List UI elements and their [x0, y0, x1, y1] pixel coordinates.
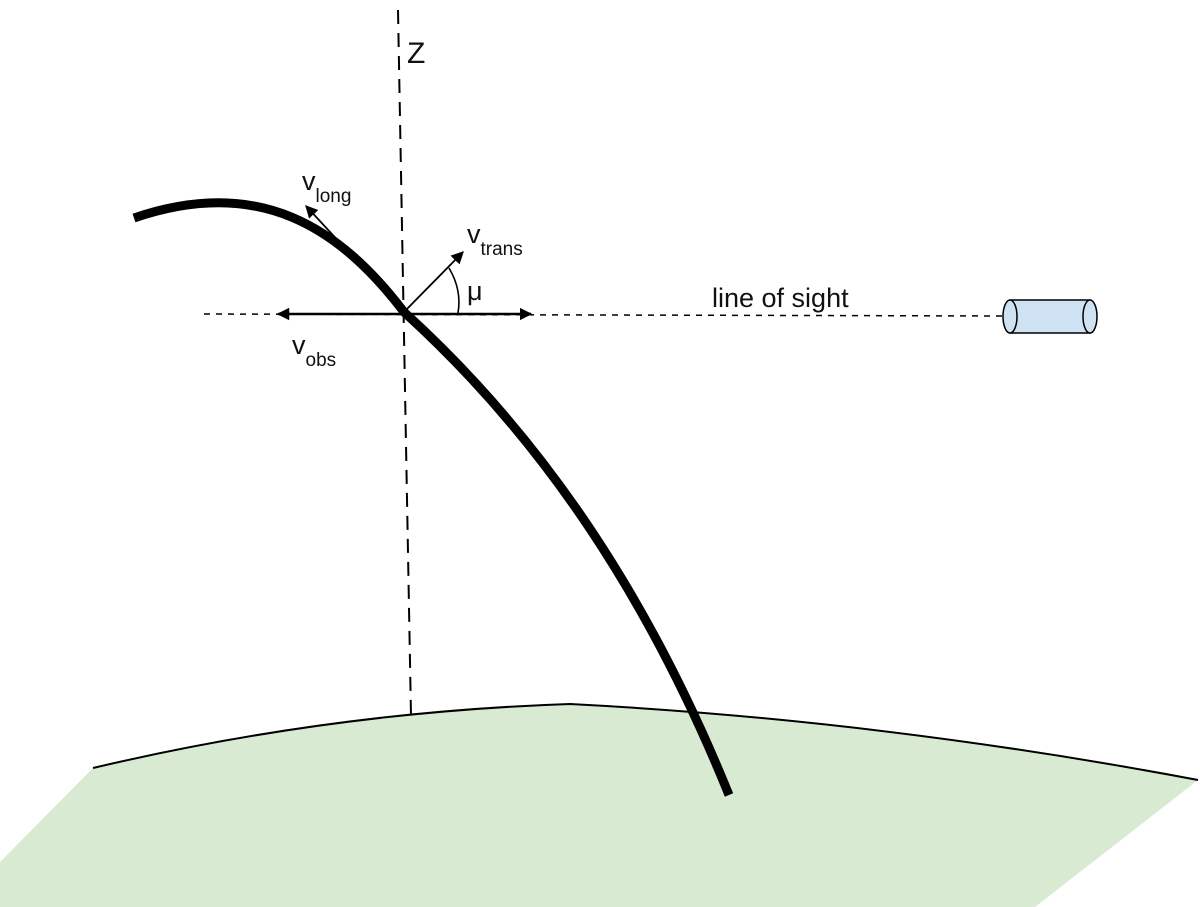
v-trans-subscript: trans	[481, 239, 523, 260]
shower-trajectory	[132, 198, 734, 797]
ground-plane	[0, 704, 1198, 907]
v-trans-label: vtrans	[467, 219, 523, 260]
v-obs-label: vobs	[292, 330, 336, 371]
v-obs-base: v	[292, 330, 306, 360]
v-trans-arrow	[403, 251, 464, 313]
v-obs-subscript: obs	[306, 350, 337, 371]
angle-mu-label: μ	[467, 276, 483, 306]
z-axis-label: Z	[407, 37, 425, 70]
v-long-label: vlong	[302, 166, 351, 207]
angle-mu-arc	[448, 267, 460, 314]
v-long-arrow	[305, 205, 405, 313]
cylinder-detector-icon	[1002, 299, 1098, 334]
ground-horizon-edge	[92, 702, 1199, 781]
z-axis	[397, 9, 412, 717]
line-of-sight-label: line of sight	[712, 283, 849, 313]
v-long-base: v	[302, 166, 316, 196]
v-long-subscript: long	[316, 186, 352, 207]
v-trans-base: v	[467, 219, 481, 249]
